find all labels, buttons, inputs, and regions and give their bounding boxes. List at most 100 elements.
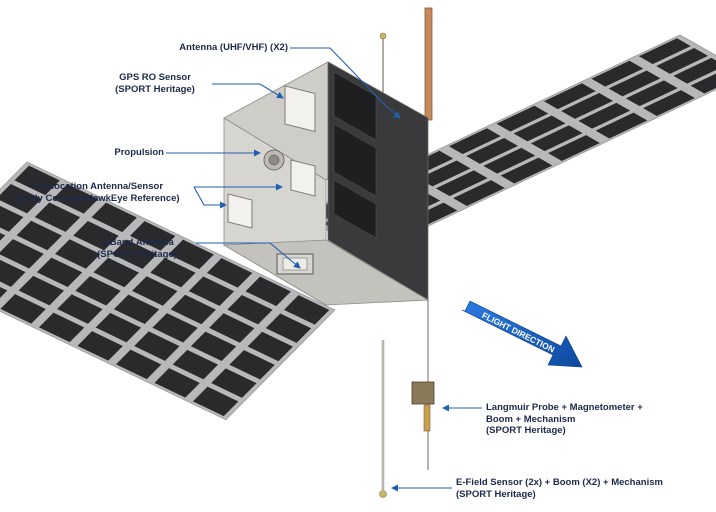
label-langmuir-probe: Langmuir Probe + Magnetometer + Boom + M… [486, 402, 666, 437]
solar-left-cell [36, 257, 83, 288]
label-antenna: Antenna (UHF/VHF) (X2) [160, 42, 288, 54]
solar-right-cell [608, 70, 661, 97]
solar-left-cell [192, 386, 239, 417]
callout-geolocation-lower [193, 186, 227, 209]
solar-left-cell [132, 276, 178, 306]
solar-left-cell [209, 313, 255, 343]
solar-left-cell [206, 258, 253, 288]
solar-right-cell [448, 128, 501, 155]
langmuir-probe-tip [423, 404, 431, 432]
solar-right-cell [435, 170, 488, 197]
solar-left-cell [227, 294, 273, 325]
solar-right-cell [483, 147, 536, 174]
label-geo-line1: Geolocation Antenna/Sensor [32, 181, 164, 192]
solar-left-cell [211, 368, 257, 398]
solar-left-cell [52, 184, 99, 214]
solar-left-cell [152, 313, 198, 343]
label-gps-line1: GPS RO Sensor [119, 72, 191, 83]
solar-left-cell [134, 331, 180, 361]
label-x-band-antenna: X-Band Antenna (SPORT Heritage) [80, 237, 194, 260]
solar-left-cell [57, 294, 103, 324]
label-geo-line2: (Early Concept/HawkEye Reference) [16, 192, 180, 204]
langmuir-probe [411, 381, 435, 405]
label-langmuir-line2: Boom + Mechanism [486, 413, 576, 425]
label-propulsion: Propulsion [80, 147, 164, 159]
solar-left-cell [229, 350, 275, 380]
solar-left-cell [113, 294, 160, 325]
solar-left-cell [265, 313, 312, 343]
solar-left-cell [75, 276, 121, 306]
solar-right-cell [643, 90, 695, 116]
uhf-vhf-antenna [424, 7, 433, 121]
solar-left-cell [245, 276, 291, 307]
geolocation-sensor-lower [227, 193, 253, 229]
solar-left-cell [170, 294, 216, 325]
solar-left-cell [38, 312, 85, 343]
solar-left-cell [283, 295, 330, 325]
solar-left-cell [73, 220, 119, 251]
solar-left-cell [0, 183, 42, 214]
solar-right-cell [591, 60, 644, 87]
solar-left-cell [91, 202, 137, 233]
gps-ro-sensor [284, 85, 316, 133]
solar-right-cell [578, 102, 631, 129]
bus-bottom-face [222, 239, 430, 306]
solar-right-cell [466, 138, 518, 164]
callout-lines [166, 47, 482, 492]
solar-right-cell [496, 105, 549, 132]
solar-left-cell [188, 276, 235, 306]
solar-right-cell [690, 73, 716, 94]
solar-right-cell [513, 115, 566, 142]
solar-left-cell [0, 205, 24, 232]
flight-direction-label: FLIGHT DIRECTION [480, 310, 556, 355]
solar-left-cell [18, 275, 65, 306]
label-langmuir-line1: Langmuir Probe + Magnetometer + [486, 402, 643, 413]
label-gps-line2: (SPORT Heritage) [115, 83, 195, 95]
solar-left-cell [172, 349, 219, 380]
label-geolocation: Geolocation Antenna/Sensor (Early Concep… [4, 181, 192, 204]
solar-left-cell [154, 368, 200, 398]
solar-right-cell [453, 180, 505, 206]
solar-right-cell [543, 83, 596, 110]
solar-left-cell [16, 220, 62, 251]
label-xband-line2: (SPORT Heritage) [97, 248, 177, 260]
solar-right-cell [673, 57, 716, 84]
label-propulsion-text: Propulsion [114, 147, 164, 158]
propulsion-nozzle-inner [268, 154, 280, 166]
solar-left-cell [111, 239, 158, 269]
solar-right-cell [625, 80, 678, 107]
solar-left-cell [0, 232, 6, 241]
solar-left-cell [115, 349, 162, 380]
label-xband-line1: X-Band Antenna [100, 237, 174, 248]
flight-direction-arrow: FLIGHT DIRECTION [461, 300, 583, 368]
label-antenna-text: Antenna (UHF/VHF) (X2) [179, 42, 288, 53]
solar-left-cell [0, 294, 46, 324]
callout-antenna [290, 47, 401, 119]
solar-left-cell [77, 331, 123, 361]
bus-side-cells [333, 71, 377, 239]
solar-right-cell [500, 157, 553, 184]
solar-left-cell [95, 312, 142, 343]
label-gps-ro-sensor: GPS RO Sensor (SPORT Heritage) [100, 72, 210, 95]
solar-left-cell [129, 221, 176, 251]
solar-left-cell [168, 239, 214, 270]
solar-right-cell [418, 160, 471, 187]
solar-left-cell [0, 239, 44, 269]
boom-lower-tip [379, 490, 387, 498]
geolocation-sensor-upper [290, 159, 316, 197]
label-efield-line1: E-Field Sensor (2x) + Boom (X2) + Mechan… [456, 477, 663, 488]
callout-gps [212, 83, 284, 99]
solar-left-cell [190, 331, 237, 362]
label-langmuir-line3: (SPORT Heritage) [486, 425, 566, 436]
solar-left-cell [247, 331, 293, 362]
solar-left-cell [0, 259, 26, 287]
label-efield-line2: (SPORT Heritage) [456, 488, 536, 500]
solar-right-cell [595, 112, 648, 139]
solar-left-cell [150, 257, 196, 288]
solar-left-cell [14, 165, 60, 196]
solar-right-cell [638, 38, 691, 65]
boom-upper-tip [379, 32, 387, 40]
label-efield-sensor: E-Field Sensor (2x) + Boom (X2) + Mechan… [456, 477, 706, 500]
solar-right-cell [561, 93, 613, 119]
